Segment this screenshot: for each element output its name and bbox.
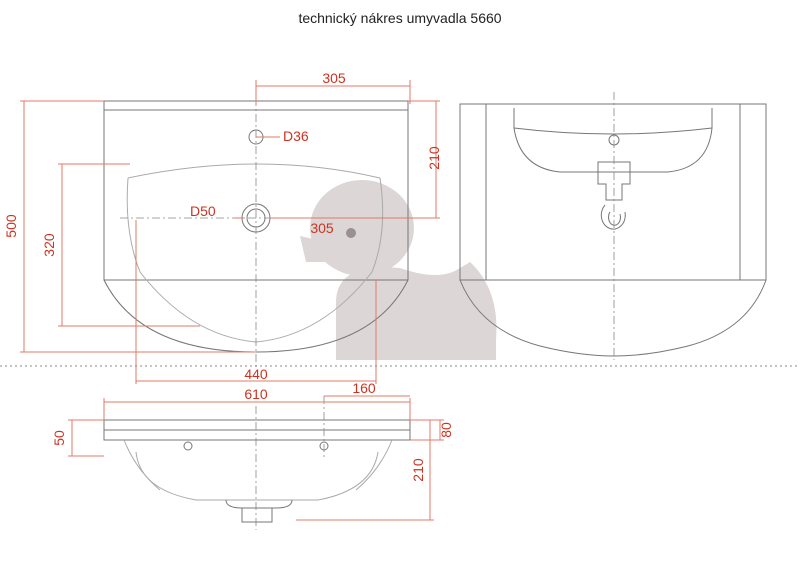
- dim-210-bottom: 210: [410, 458, 426, 482]
- dim-50-side: 50: [51, 430, 67, 446]
- duck-watermark-icon: [300, 180, 497, 360]
- dim-d36: D36: [283, 128, 309, 144]
- dim-440: 440: [244, 366, 268, 382]
- dim-210-right: 210: [426, 146, 442, 170]
- dim-320: 320: [41, 233, 57, 257]
- dim-160: 160: [352, 380, 376, 396]
- front-view: [459, 92, 767, 360]
- drawing-title: technický nákres umyvadla 5660: [298, 10, 502, 26]
- dim-500: 500: [3, 214, 19, 238]
- dim-305-mid: 305: [310, 220, 334, 236]
- dim-305-top: 305: [322, 70, 346, 86]
- side-view-dimensions: [68, 395, 444, 521]
- top-view-dimensions: [20, 80, 440, 384]
- dim-d50: D50: [190, 203, 216, 219]
- side-view: [103, 396, 411, 530]
- dim-80: 80: [438, 422, 454, 438]
- dim-610: 610: [244, 386, 268, 402]
